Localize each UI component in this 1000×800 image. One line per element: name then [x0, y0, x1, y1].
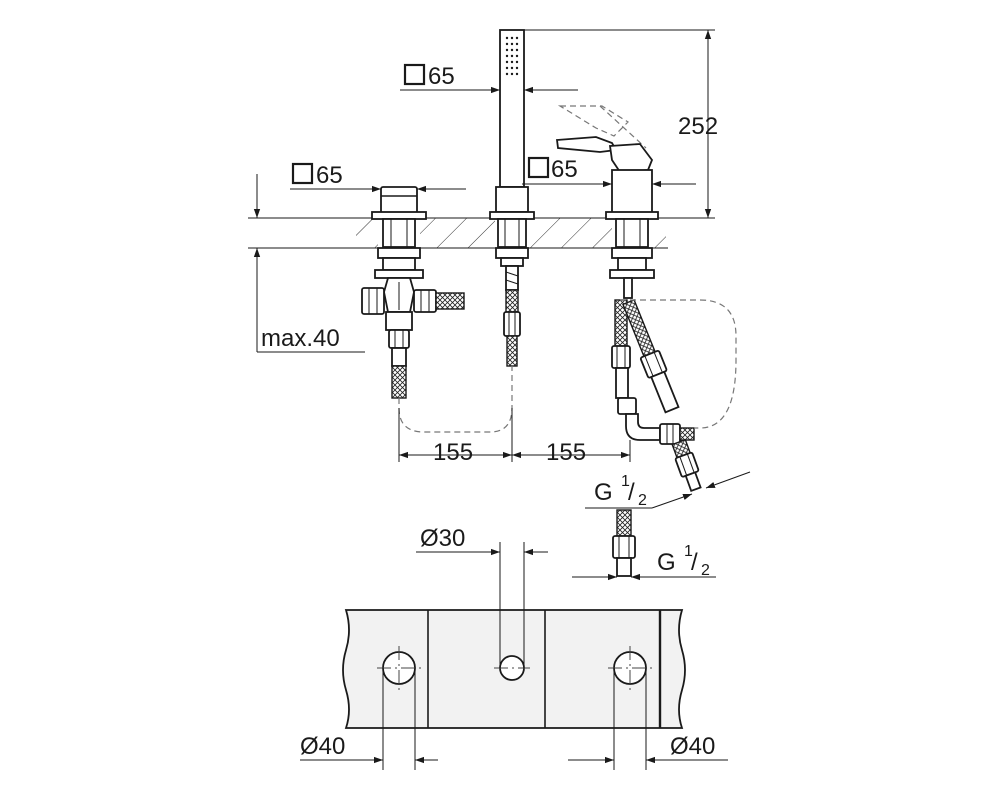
mixer-lever-right — [555, 105, 702, 492]
hole-left — [377, 646, 421, 690]
hose-loop-right — [620, 299, 737, 429]
dimension-square-shower — [400, 63, 578, 94]
dimension-max-thickness — [253, 174, 365, 353]
dimension-square-shower-label: 65 — [428, 63, 455, 90]
dimension-height-label: 252 — [678, 113, 718, 140]
dimension-hole-center-label: Ø30 — [420, 525, 465, 552]
thread-upper-den: 2 — [638, 492, 647, 509]
dimension-spacing — [398, 408, 631, 462]
dimension-hole-right — [568, 668, 728, 770]
thread-upper-slash: / — [628, 479, 635, 506]
thread-lower-g: G — [657, 549, 676, 576]
dimension-height — [524, 29, 715, 219]
dimension-spacing-left-label: 155 — [433, 439, 473, 466]
dimension-hole-left-label: Ø40 — [300, 733, 345, 760]
thread-upper-num: 1 — [621, 473, 630, 490]
thread-upper-g: G — [594, 479, 613, 506]
hose-loop-left — [398, 366, 513, 433]
deck-section — [248, 217, 668, 249]
dimension-max-thickness-label: max.40 — [261, 325, 340, 352]
dimension-square-mixer-label: 65 — [316, 162, 343, 189]
dimension-thread-upper — [585, 471, 751, 509]
connector-detail — [572, 509, 716, 581]
dimension-square-spout — [522, 156, 696, 188]
thread-lower-num: 1 — [684, 543, 693, 560]
dimension-spacing-right-label: 155 — [546, 439, 586, 466]
square-symbol-icon — [527, 156, 550, 179]
dimension-hole-right-label: Ø40 — [670, 733, 715, 760]
dimension-square-mixer — [290, 162, 466, 193]
square-symbol-icon — [403, 63, 426, 86]
square-symbol-icon — [291, 162, 314, 185]
dimension-hole-left — [300, 668, 438, 770]
diverter-mixer-left — [361, 186, 465, 399]
dimension-square-spout-label: 65 — [551, 156, 578, 183]
dimension-hole-center — [416, 542, 548, 668]
thread-lower-slash: / — [691, 549, 698, 576]
hand-shower-center — [489, 29, 535, 367]
thread-lower-den: 2 — [701, 562, 710, 579]
